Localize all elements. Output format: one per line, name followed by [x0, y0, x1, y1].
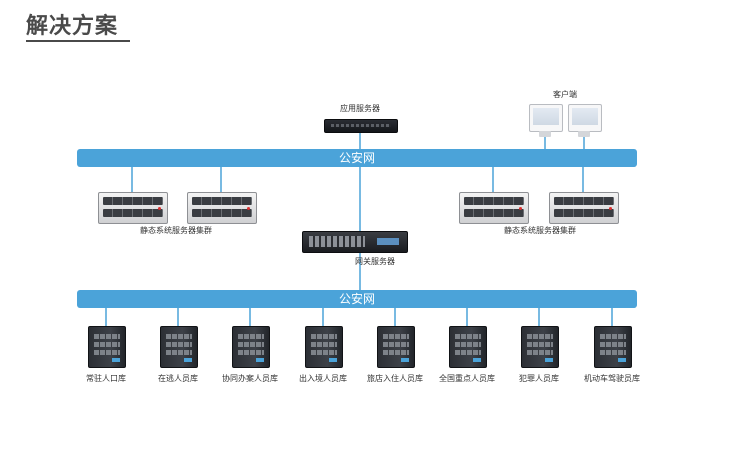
- server-icon: [549, 192, 619, 224]
- database-server-icon: [232, 326, 270, 368]
- page-title: 解决方案: [26, 14, 119, 39]
- database-server-icon: [449, 326, 487, 368]
- server-icon: [459, 192, 529, 224]
- database-server-icon: [377, 326, 415, 368]
- database-label: 机动车驾驶员库: [584, 374, 640, 383]
- gateway-server-label: 网关服务器: [355, 257, 395, 266]
- client-monitor-stand: [578, 131, 590, 137]
- title-underline: [26, 40, 130, 42]
- network-bus-bottom: 公安网: [77, 290, 637, 308]
- database-server-icon: [160, 326, 198, 368]
- database-label: 全国重点人员库: [439, 374, 495, 383]
- database-label: 旅店入住人员库: [367, 374, 423, 383]
- static-cluster-left-label: 静态系统服务器集群: [140, 226, 212, 235]
- database-label: 出入境人员库: [299, 374, 347, 383]
- app-server-label: 应用服务器: [340, 104, 380, 113]
- client-monitor-stand: [539, 131, 551, 137]
- database-server-icon: [594, 326, 632, 368]
- database-label: 协同办案人员库: [222, 374, 278, 383]
- database-label: 在逃人员库: [158, 374, 198, 383]
- static-cluster-right-label: 静态系统服务器集群: [504, 226, 576, 235]
- gateway-server-icon: [302, 231, 408, 253]
- server-icon: [98, 192, 168, 224]
- client-monitor-icon: [529, 104, 563, 132]
- client-label: 客户端: [553, 90, 577, 99]
- database-label: 犯罪人员库: [519, 374, 559, 383]
- client-monitor-icon: [568, 104, 602, 132]
- database-label: 常驻人口库: [86, 374, 126, 383]
- network-bus-top: 公安网: [77, 149, 637, 167]
- app-server-icon: [324, 119, 398, 133]
- database-server-icon: [88, 326, 126, 368]
- database-server-icon: [521, 326, 559, 368]
- server-icon: [187, 192, 257, 224]
- database-server-icon: [305, 326, 343, 368]
